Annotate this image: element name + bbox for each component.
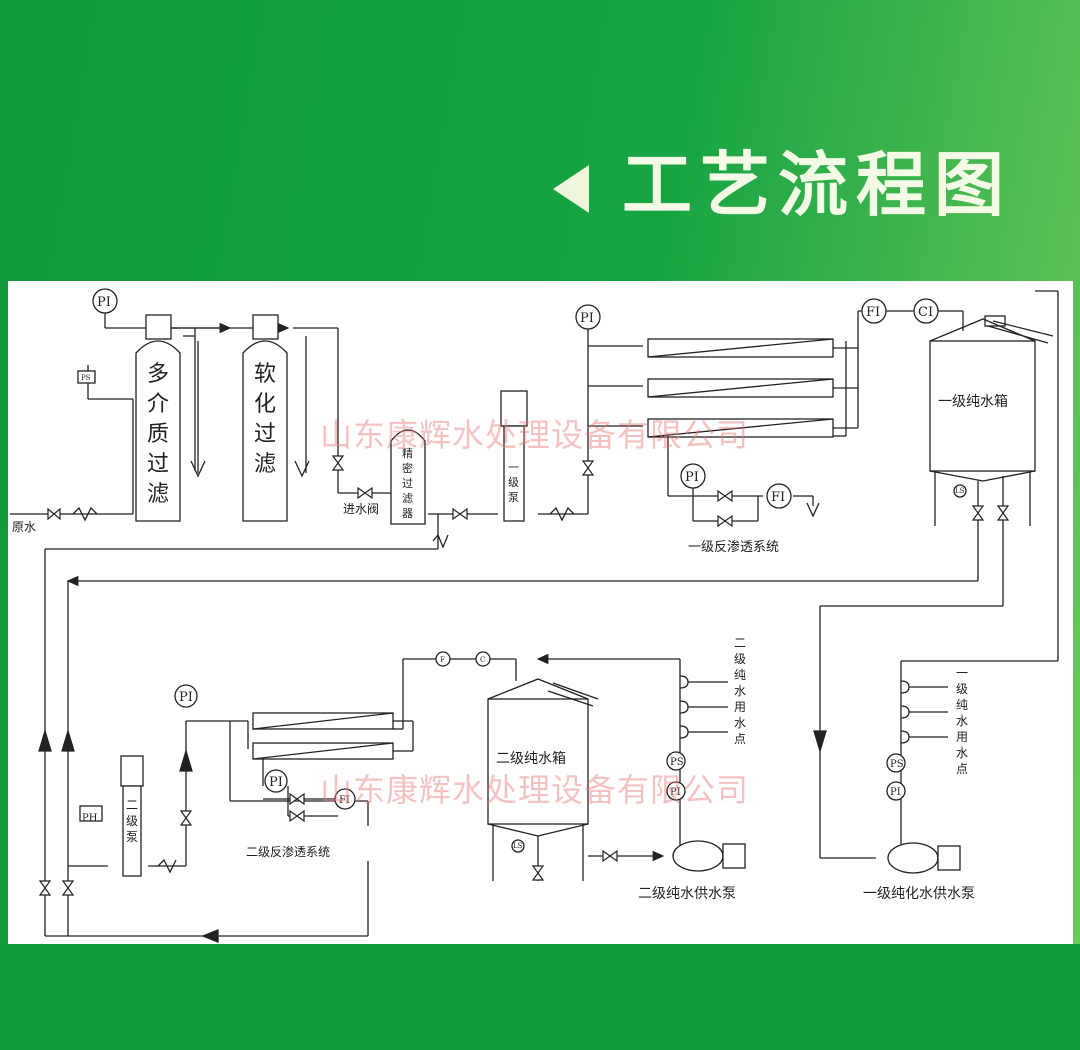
tank2-label: 二级纯水箱 [496, 751, 566, 767]
supply-pump1-motor [937, 845, 961, 871]
ps-label-1: PS [890, 759, 904, 770]
f-label: F [440, 656, 445, 664]
fi-label-2: FI [771, 490, 785, 505]
pump2-label: 二级泵 [126, 798, 138, 844]
ps-switch-2 [666, 751, 686, 771]
row2-valve-1[interactable] [38, 880, 52, 896]
fi-meter-1 [861, 298, 887, 324]
tank1-outlet-valve-2[interactable] [996, 505, 1010, 521]
ro2-label: 二级反渗透系统 [246, 844, 330, 859]
page-title: 工艺流程图 [622, 144, 1012, 226]
supply-pump2-motor [722, 843, 746, 869]
pump2-body [122, 785, 142, 877]
ci-label-1: CI [918, 305, 933, 320]
watermark-1: 山东康辉水处理设备有限公司 [320, 416, 750, 454]
supply-pump1-body [887, 842, 939, 874]
raw-water-valve[interactable] [47, 507, 61, 521]
tank1-body [929, 340, 1036, 472]
pump1-body [503, 425, 525, 522]
ps-box [77, 370, 96, 384]
soft-filter-label: 软化过滤 [254, 362, 276, 477]
supply-pump2-label: 二级纯水供水泵 [638, 886, 736, 902]
pi-gauge-1 [92, 288, 118, 314]
pi-label-7: PI [890, 787, 901, 798]
ps-switch-1 [886, 753, 906, 773]
ph-box [79, 805, 103, 822]
precision-filter-label: 精密过滤器 [402, 447, 413, 520]
media-filter-label: 多介质过滤 [147, 362, 169, 507]
row2-valve-2[interactable] [61, 880, 75, 896]
fi-meter-2 [766, 483, 792, 509]
pump2-outlet-valve[interactable] [179, 810, 193, 826]
tank2-outlet-valve[interactable] [602, 849, 618, 863]
supply-pump2-body [672, 840, 724, 872]
pi-label-2: PI [580, 311, 594, 326]
use1-label: 一级纯水用水点 [956, 666, 968, 776]
tank1-label: 一级纯水箱 [938, 394, 1008, 410]
pi-label-6: PI [670, 787, 681, 798]
pi-gauge-3 [680, 463, 706, 489]
process-flow-diagram: PI PI FI CI PI FI PI PI FI PS PI PS PI P… [10, 288, 1059, 943]
tank1-outlet-valve-1[interactable] [971, 505, 985, 521]
c-label: C [480, 656, 485, 664]
ci-meter-1 [913, 298, 939, 324]
ro2-bypass-valve[interactable] [289, 809, 305, 823]
ls-label-2: LS [513, 842, 523, 850]
pi-label-5: PI [269, 775, 283, 790]
diagram-panel: PI PI FI CI PI FI PI PI FI PS PI PS PI P… [8, 281, 1073, 944]
ro1-reject-valve[interactable] [717, 489, 733, 503]
pi-gauge-4 [174, 684, 198, 708]
watermark-2: 山东康辉水处理设备有限公司 [320, 771, 750, 809]
tank2-body [487, 698, 589, 825]
pi-gauge-2 [575, 304, 601, 330]
ro1-label: 一级反渗透系统 [688, 540, 779, 555]
precision-filter-vessel [390, 429, 426, 525]
use2-label: 二级纯水用水点 [734, 636, 746, 746]
ls-label-1: LS [955, 487, 965, 495]
inlet-valve[interactable] [357, 486, 373, 500]
pump1-label: 一级泵 [508, 461, 519, 504]
header: 工艺流程图 [0, 0, 1080, 280]
soft-filter-vessel [242, 340, 288, 522]
pi-gauge-7 [886, 781, 906, 801]
pi-label-1: PI [97, 295, 111, 310]
fi-label-1: FI [866, 305, 880, 320]
supply-pump1-label: 一级纯化水供水泵 [863, 886, 975, 902]
ls-switch-1 [953, 484, 967, 498]
pi-gauge-5 [264, 769, 288, 793]
ps-box-label: PS [81, 374, 91, 382]
inlet-valve-label: 进水阀 [343, 502, 379, 516]
ro2-reject-valve[interactable] [289, 792, 305, 806]
pump1-outlet-valve[interactable] [581, 460, 595, 476]
fi-label-3: FI [339, 795, 350, 806]
raw-water-label: 原水 [12, 520, 36, 534]
pi-label-4: PI [179, 690, 193, 705]
ro1-bypass-valve[interactable] [717, 514, 733, 528]
ps-label-2: PS [670, 757, 684, 768]
pi-gauge-6 [666, 781, 686, 801]
ls-switch-2 [511, 839, 525, 853]
footer-band [0, 944, 1080, 1050]
fi-meter-3 [334, 788, 356, 810]
media-filter-vessel [135, 340, 181, 522]
c-meter [475, 651, 491, 667]
pump2-motor [120, 755, 144, 787]
f-meter [435, 651, 451, 667]
soft-filter-head [252, 314, 279, 340]
soft-drain-valve[interactable] [331, 455, 345, 471]
media-filter-head [145, 314, 172, 340]
pi-label-3: PI [685, 470, 699, 485]
back-triangle-icon [553, 165, 589, 213]
ph-label: PH [82, 813, 98, 824]
tank2-drain-valve[interactable] [531, 865, 545, 881]
pump1-inlet-valve[interactable] [452, 507, 468, 521]
